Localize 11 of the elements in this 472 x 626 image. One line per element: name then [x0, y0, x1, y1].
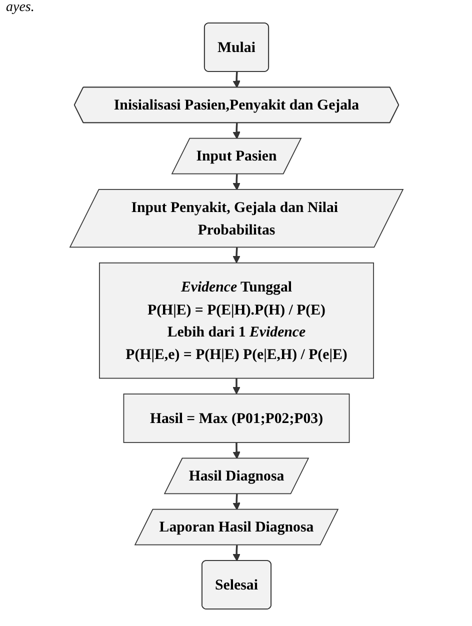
arrow [232, 494, 240, 510]
arrow [232, 248, 240, 264]
arrow [232, 545, 240, 562]
note-text: ayes. [6, 0, 34, 15]
arrow [232, 174, 240, 190]
arrow [232, 378, 240, 394]
arrow [232, 123, 240, 140]
node-box: Hasil = Max (P01;P02;P03) [122, 394, 350, 443]
node-box: Evidence Tunggal P(H|E) = P(E|H).P(H) / P(E) Lebih dari 1 Evidence P(H|E,e) = P(H|E) P(e|E,H) / P(e|E) [98, 262, 374, 379]
arrow [232, 442, 240, 460]
arrow [232, 72, 240, 88]
